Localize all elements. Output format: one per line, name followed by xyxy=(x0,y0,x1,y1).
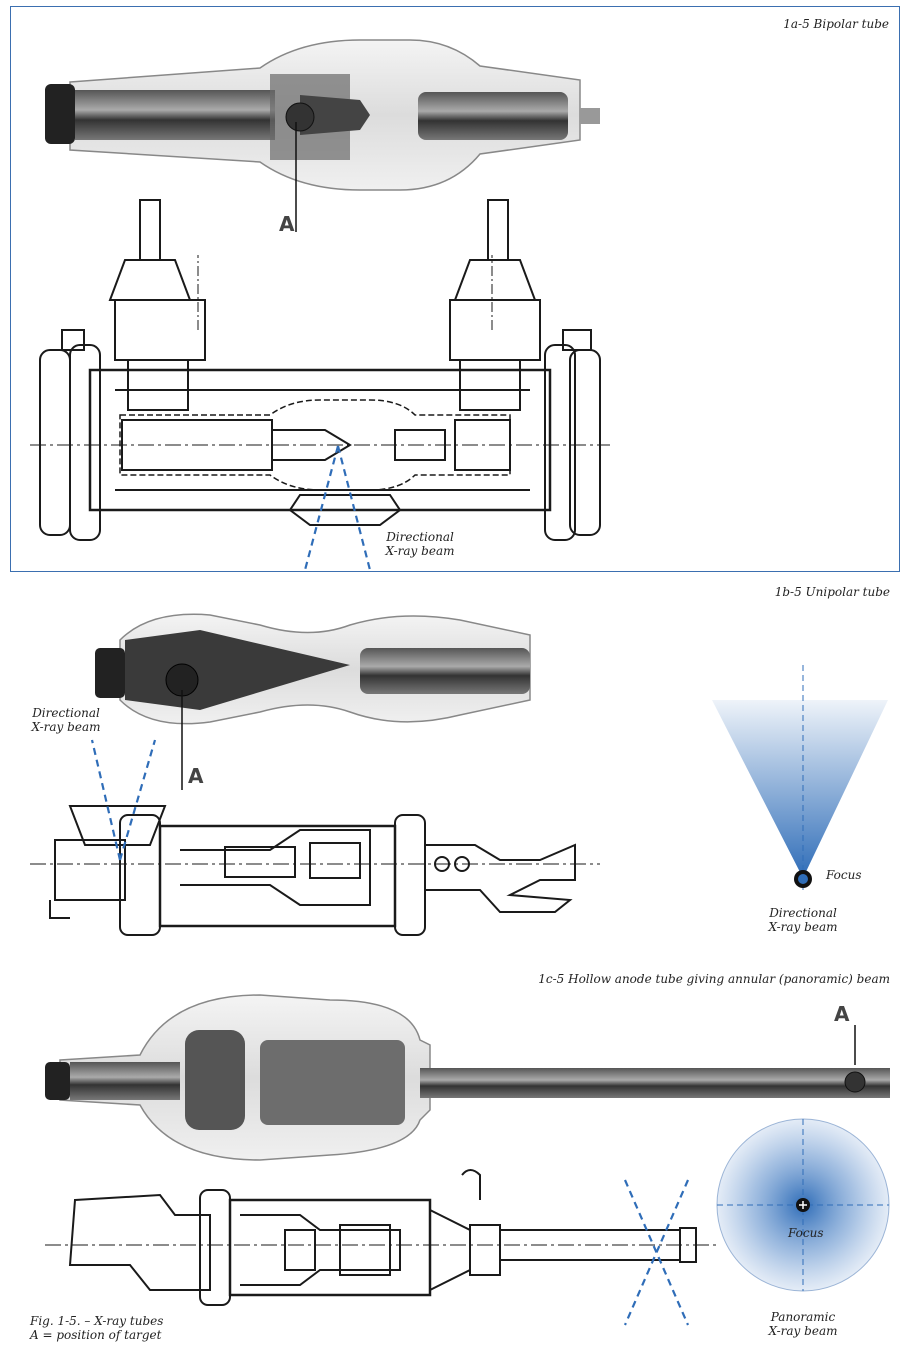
figure-legend: A = position of target xyxy=(30,1328,162,1342)
unipolar-beam-label-line1: Directional xyxy=(32,706,100,720)
bipolar-beam-label: Directional X-ray beam xyxy=(378,530,462,558)
unipolar-beam xyxy=(90,739,157,861)
unipolar-focus-label: Focus xyxy=(826,868,862,882)
bipolar-glass-tube xyxy=(45,39,600,232)
bipolar-housing-drawing xyxy=(30,199,610,541)
directional-cone-label: Directional X-ray beam xyxy=(758,906,848,934)
bipolar-beam xyxy=(303,445,372,571)
hollow-anode-housing-drawing xyxy=(45,1169,720,1306)
unipolar-housing-drawing xyxy=(30,805,600,936)
panoramic-beam-label: Panoramic X-ray beam xyxy=(758,1310,848,1338)
target-marker-a-hollow: A xyxy=(834,1002,850,1026)
panoramic-beam-label-line2: X-ray beam xyxy=(768,1324,838,1338)
unipolar-glass-tube xyxy=(95,613,531,790)
bipolar-beam-label-line2: X-ray beam xyxy=(385,544,455,558)
target-marker-a-bipolar: A xyxy=(279,212,295,236)
panoramic-beam-label-line1: Panoramic xyxy=(770,1310,836,1324)
unipolar-beam-label-line2: X-ray beam xyxy=(31,720,101,734)
caption-hollow-anode: 1c-5 Hollow anode tube giving annular (p… xyxy=(538,972,890,986)
target-marker-a-unipolar: A xyxy=(188,764,204,788)
hollow-anode-glass-tube xyxy=(45,994,890,1161)
directional-cone-label-line2: X-ray beam xyxy=(768,920,838,934)
caption-bipolar: 1a-5 Bipolar tube xyxy=(783,17,889,31)
hollow-anode-beam xyxy=(623,1179,690,1326)
bipolar-beam-label-line1: Directional xyxy=(386,530,454,544)
caption-unipolar: 1b-5 Unipolar tube xyxy=(774,585,890,599)
figure-title: Fig. 1-5. – X-ray tubes xyxy=(30,1314,164,1328)
unipolar-beam-label: Directional X-ray beam xyxy=(20,706,112,734)
panoramic-beam-diagram xyxy=(716,1118,890,1292)
directional-cone-diagram xyxy=(712,665,888,890)
figure-caption: Fig. 1-5. – X-ray tubes A = position of … xyxy=(30,1314,163,1342)
directional-cone-label-line1: Directional xyxy=(769,906,837,920)
panoramic-focus-label: Focus xyxy=(788,1226,824,1240)
